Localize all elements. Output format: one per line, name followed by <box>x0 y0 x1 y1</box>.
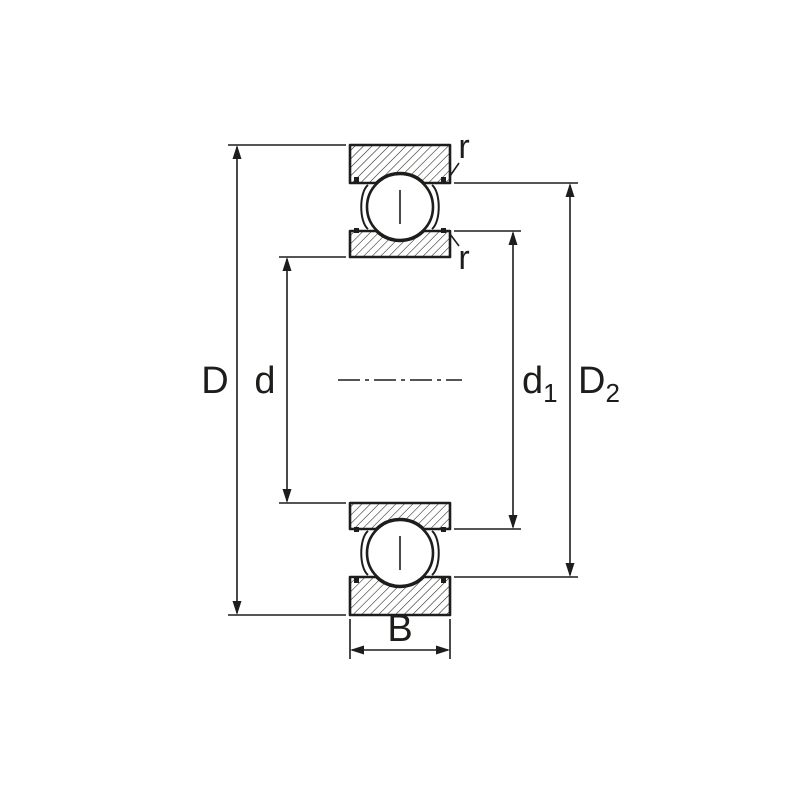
label-B: B <box>387 608 412 650</box>
inner-ring-bottom-section <box>348 501 452 531</box>
arrowhead-d1-top <box>508 231 518 245</box>
shield-anchor-top-left-inner <box>354 228 359 233</box>
label-r-inner: r <box>458 239 469 277</box>
ball-top <box>365 172 435 242</box>
arrowhead-D2-top <box>565 183 575 197</box>
arrowhead-D-bottom <box>232 601 242 615</box>
dimension-B: B <box>349 608 451 659</box>
label-d: d <box>254 360 275 402</box>
inner-ring-top-section <box>348 229 452 259</box>
bearing-section-top <box>348 143 452 259</box>
arrowhead-d1-bottom <box>508 515 518 529</box>
leader-line-r-outer <box>449 162 460 177</box>
shield-anchor-top-right-outer <box>441 177 446 182</box>
bearing-section-bottom <box>348 501 452 617</box>
ball-bottom <box>365 518 435 588</box>
arrowhead-D2-bottom <box>565 563 575 577</box>
label-D: D <box>201 360 228 402</box>
arrowhead-d-top <box>282 257 292 271</box>
label-r-outer: r <box>458 128 469 166</box>
outer-ring-top-section <box>348 143 452 185</box>
shield-right-top <box>431 184 440 230</box>
shield-right-bottom <box>431 530 440 576</box>
shield-left-bottom <box>360 530 369 576</box>
leader-line-r-inner <box>449 233 460 247</box>
radius-annotation-outer: r <box>449 128 470 177</box>
shield-anchor-bottom-right-inner <box>441 527 446 532</box>
radius-annotation-inner: r <box>449 233 470 277</box>
dimension-D: D <box>201 144 346 616</box>
arrowhead-B-right <box>436 645 450 655</box>
shield-anchor-top-right-inner <box>441 228 446 233</box>
dimension-d1: d1 <box>454 230 558 530</box>
arrowhead-D-top <box>232 145 242 159</box>
shield-anchor-bottom-right-outer <box>441 578 446 583</box>
arrowhead-B-left <box>350 645 364 655</box>
shield-anchor-bottom-left-inner <box>354 527 359 532</box>
shield-left-top <box>360 184 369 230</box>
dimension-D2: D2 <box>454 182 620 578</box>
label-d1: d1 <box>522 360 558 408</box>
label-D2: D2 <box>578 360 620 408</box>
dimension-d: d <box>254 256 346 504</box>
shield-anchor-bottom-left-outer <box>354 578 359 583</box>
shield-anchor-top-left-outer <box>354 177 359 182</box>
arrowhead-d-bottom <box>282 489 292 503</box>
